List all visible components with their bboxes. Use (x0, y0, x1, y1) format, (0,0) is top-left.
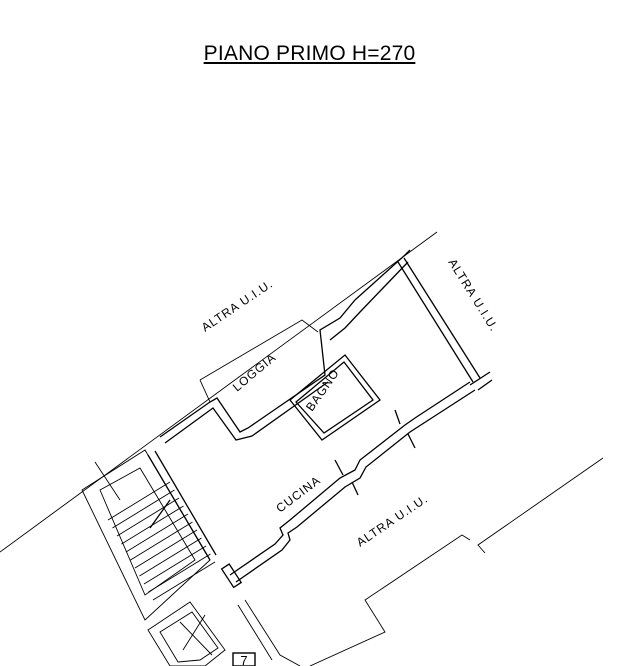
label-loggia: LOGGIA (230, 350, 279, 394)
elevator-cross-icon (179, 621, 213, 656)
boundary-line-top (0, 231, 438, 553)
label-cucina: CUCINA (273, 473, 323, 515)
stair-tread (130, 521, 193, 561)
stair-tread (139, 537, 202, 577)
stair-tread (107, 481, 171, 521)
staircase (81, 449, 216, 621)
stair-tread (116, 497, 180, 537)
loggia-edge (199, 379, 211, 403)
stair-tread (112, 489, 175, 529)
wall-right-room (397, 257, 493, 391)
loggia-outline (199, 319, 319, 381)
boundary-line-right (477, 457, 604, 554)
boundary-line-bottom (309, 534, 471, 666)
stair-tread (143, 545, 207, 585)
stair-tread (148, 553, 211, 593)
stair-tread (152, 561, 216, 601)
wall-kitchen (229, 381, 476, 583)
plan-title: PIANO PRIMO H=270 (203, 42, 416, 65)
unit-number-box (232, 652, 256, 666)
bagno-walls (289, 354, 381, 441)
elevator-shaft (147, 599, 301, 666)
label-altra-right: ALTRA U.I.U. (445, 256, 501, 334)
wall-top (159, 249, 411, 444)
label-altra-top: ALTRA U.I.U. (199, 276, 276, 334)
unit-number: 7 (240, 653, 247, 666)
stair-tread (134, 529, 198, 569)
label-altra-bottom: ALTRA U.I.U. (354, 491, 431, 549)
stair-tread (125, 513, 189, 553)
